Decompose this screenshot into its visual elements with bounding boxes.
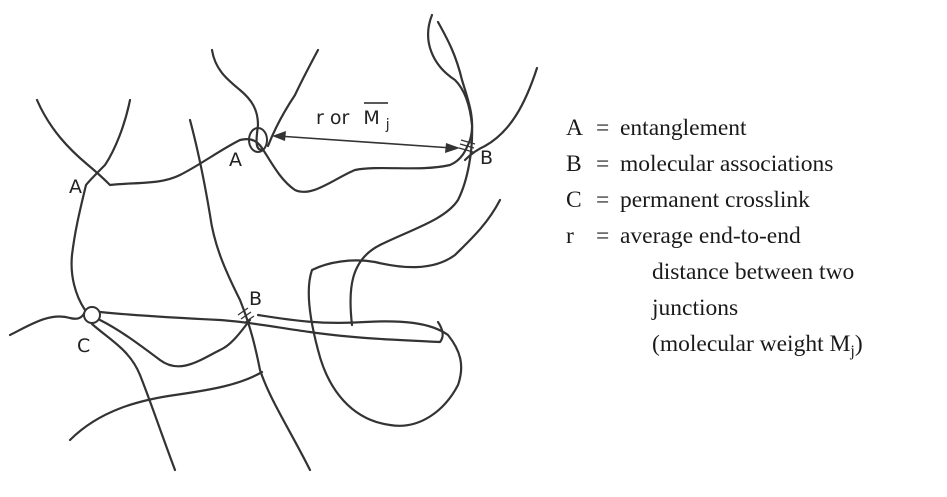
polymer-chain <box>98 310 444 344</box>
label-entanglement-top: A <box>229 149 242 171</box>
polymer-chain <box>98 318 252 368</box>
polymer-chain <box>256 198 502 427</box>
polymer-chain <box>266 48 320 148</box>
polymer-chain <box>35 20 474 193</box>
legend-entry-associations: B = molecular associations <box>566 151 834 177</box>
association-mark-middle <box>237 307 255 324</box>
arrow-head-left <box>272 131 286 141</box>
polymer-chain <box>90 322 177 472</box>
label-association-middle: B <box>249 288 262 310</box>
polymer-chain <box>70 98 132 312</box>
crosslink-node <box>83 306 101 324</box>
association-mark-right <box>458 139 476 153</box>
legend-entry-entanglement: A = entanglement <box>566 115 747 141</box>
polymer-chain <box>68 370 264 442</box>
legend-continuation-line: junctions <box>652 295 739 321</box>
polymer-chain <box>8 310 87 337</box>
legend-molecular-weight: (molecular weight Mj) <box>652 331 863 360</box>
label-association-right: B <box>480 147 493 169</box>
legend-entry-crosslink: C = permanent crosslink <box>566 187 810 213</box>
polymer-network-diagram: r or M j A A B B C <box>8 13 539 472</box>
legend-entry-distance: r = average end-to-end <box>566 223 801 249</box>
polymer-chain <box>463 66 539 162</box>
polymer-chain <box>349 13 474 327</box>
legend-continuation-line: distance between two <box>652 259 855 285</box>
legend: A = entanglement B = molecular associati… <box>566 110 942 370</box>
arrow-head-right <box>445 143 460 153</box>
distance-arrow <box>277 135 453 149</box>
distance-label: r or M j <box>316 107 390 133</box>
polymer-chain <box>210 48 264 152</box>
polymer-chain <box>188 118 312 472</box>
entanglement-loop <box>248 127 268 153</box>
label-crosslink: C <box>77 335 90 357</box>
mean-mw-symbol: M <box>363 107 379 129</box>
label-entanglement-left: A <box>69 176 82 198</box>
